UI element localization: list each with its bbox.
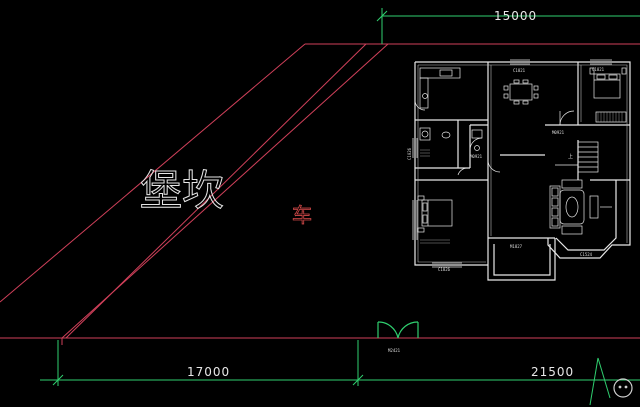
watermark-logo xyxy=(613,378,633,398)
window-top-left-tag: C1821 xyxy=(513,68,526,73)
door-swings xyxy=(414,99,575,176)
dimension-lines xyxy=(40,8,640,406)
door-main-tag: M2421 xyxy=(388,348,401,353)
window-bottom-tag: C1826 xyxy=(438,267,451,272)
window-bay-tag: C1524 xyxy=(580,252,593,257)
hatching xyxy=(420,112,623,244)
wall-thickness xyxy=(417,64,628,263)
dimension-bottom-right: 21500 xyxy=(531,365,574,379)
dimension-top: 15000 xyxy=(494,9,537,23)
window-top-right-tag: C1821 xyxy=(592,67,605,72)
main-entrance-door xyxy=(377,321,419,339)
house-walls xyxy=(414,61,631,281)
furniture xyxy=(417,67,627,235)
door-bedroom-tag: M0921 xyxy=(552,130,565,135)
retaining-wall-label: 堡坎 xyxy=(140,166,224,215)
dimension-bottom-left: 17000 xyxy=(187,365,230,379)
site-boundary xyxy=(0,43,640,345)
door-porch-tag: M1827 xyxy=(510,244,523,249)
door-bath-tag: M0921 xyxy=(470,154,483,159)
car-label: 车 xyxy=(292,203,312,227)
window-side-tag: C1026 xyxy=(407,147,412,160)
stair-up-label: 上 xyxy=(568,153,573,160)
windows xyxy=(412,59,612,268)
